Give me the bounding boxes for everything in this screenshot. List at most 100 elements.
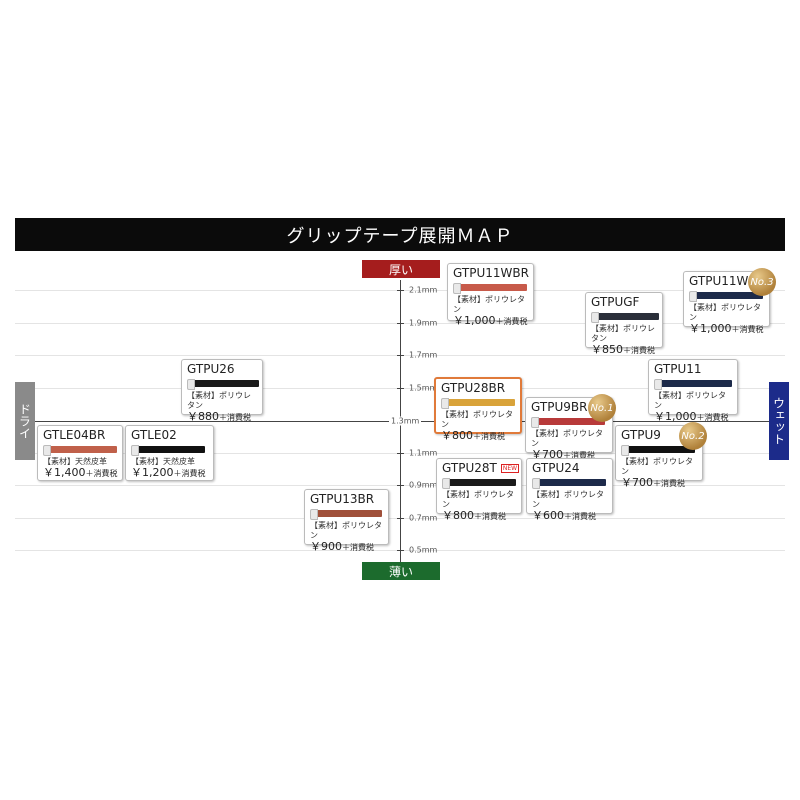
- product-card[interactable]: GTPU26 【素材】ポリウレタン ￥880＋消費税: [181, 359, 263, 423]
- product-name: GTPU13BR: [310, 492, 375, 506]
- product-price: ￥600＋消費税: [532, 510, 608, 523]
- product-price: ￥800＋消費税: [442, 510, 517, 523]
- price-value: ￥800: [442, 509, 474, 522]
- tick: [397, 453, 404, 454]
- grip-tape-image: [43, 445, 117, 456]
- tax-label: ＋消費税: [564, 512, 596, 521]
- rank-badge: No.1: [588, 394, 616, 422]
- product-price: ￥900＋消費税: [310, 541, 384, 554]
- tax-label: ＋消費税: [219, 413, 251, 422]
- price-value: ￥880: [187, 410, 219, 423]
- product-price: ￥1,000＋消費税: [453, 315, 529, 328]
- price-value: ￥1,200: [131, 466, 174, 479]
- product-card[interactable]: GTPU9 【素材】ポリウレタン ￥700＋消費税: [615, 425, 703, 489]
- product-card[interactable]: GTPU11WBR 【素材】ポリウレタン ￥1,000＋消費税: [447, 263, 534, 327]
- product-card[interactable]: GTPU28BR 【素材】ポリウレタン ￥800＋消費税: [434, 377, 522, 442]
- grip-tape-image: [621, 445, 695, 456]
- product-card[interactable]: GTPU24 【素材】ポリウレタン ￥600＋消費税: [526, 458, 613, 522]
- price-value: ￥900: [310, 540, 342, 553]
- price-value: ￥1,000: [654, 410, 697, 423]
- tax-label: ＋消費税: [342, 543, 374, 552]
- grip-tape-image: [131, 445, 205, 456]
- tax-label: ＋消費税: [623, 346, 655, 355]
- grip-tape-image: [654, 379, 732, 390]
- product-name: GTPU28BR: [441, 381, 506, 395]
- tick-label: 1.7mm: [409, 350, 438, 360]
- product-price: ￥880＋消費税: [187, 411, 258, 424]
- grip-tape-image: [310, 509, 382, 520]
- tax-label: ＋消費税: [696, 413, 729, 422]
- product-card[interactable]: GTPU11 【素材】ポリウレタン ￥1,000＋消費税: [648, 359, 738, 423]
- tax-label: ＋消費税: [85, 469, 118, 478]
- product-material: 【素材】ポリウレタン: [621, 457, 693, 476]
- price-value: ￥850: [591, 343, 623, 356]
- product-material: 【素材】ポリウレタン: [532, 490, 604, 509]
- tick-label: 1.1mm: [409, 448, 438, 458]
- product-name-row: GTPU28T NEW: [442, 461, 520, 475]
- grip-tape-image: [591, 312, 659, 323]
- product-card[interactable]: GTPU9BR 【素材】ポリウレタン ￥700＋消費税: [525, 397, 613, 461]
- price-value: ￥600: [532, 509, 564, 522]
- tax-label: ＋消費税: [473, 432, 505, 441]
- product-price: ￥850＋消費税: [591, 344, 658, 357]
- product-card[interactable]: GTPUGF 【素材】ポリウレタン ￥850＋消費税: [585, 292, 663, 356]
- product-material: 【素材】ポリウレタン: [441, 410, 513, 429]
- product-name: GTPU28T: [442, 461, 497, 475]
- tax-label: ＋消費税: [653, 479, 685, 488]
- price-value: ￥1,400: [43, 466, 86, 479]
- tax-label: ＋消費税: [173, 469, 206, 478]
- tick: [397, 485, 404, 486]
- tax-label: ＋消費税: [474, 512, 506, 521]
- product-name: GTLE02: [131, 428, 177, 442]
- map-title: グリップテープ展開ＭＡＰ: [15, 218, 785, 251]
- product-price: ￥800＋消費税: [441, 430, 516, 443]
- dry-label: ドライ: [15, 382, 35, 460]
- product-name: GTPUGF: [591, 295, 640, 309]
- tick: [397, 323, 404, 324]
- grip-tape-image: [442, 478, 516, 489]
- center-label: 1.3mm: [389, 416, 422, 426]
- tick-label: 0.5mm: [409, 545, 438, 555]
- product-card[interactable]: GTPU28T NEW 【素材】ポリウレタン ￥800＋消費税: [436, 458, 522, 522]
- product-name: GTPU11: [654, 362, 702, 376]
- product-name: GTPU9: [621, 428, 661, 442]
- product-material: 【素材】ポリウレタン: [310, 521, 382, 540]
- product-price: ￥1,000＋消費税: [689, 323, 765, 336]
- wet-label: ウェット: [769, 382, 789, 460]
- product-card[interactable]: GTLE04BR 【素材】天然皮革 ￥1,400＋消費税: [37, 425, 123, 481]
- product-card[interactable]: GTLE02 【素材】天然皮革 ￥1,200＋消費税: [125, 425, 214, 481]
- grip-tape-image: [441, 398, 515, 409]
- product-name: GTPU9BR: [531, 400, 588, 414]
- thick-label: 厚い: [362, 260, 440, 278]
- product-card[interactable]: GTPU13BR 【素材】ポリウレタン ￥900＋消費税: [304, 489, 389, 553]
- product-material: 【素材】ポリウレタン: [442, 490, 514, 509]
- product-price: ￥1,000＋消費税: [654, 411, 733, 424]
- product-name: GTPU24: [532, 461, 580, 475]
- grip-tape-image: [187, 379, 259, 390]
- price-value: ￥700: [531, 448, 563, 461]
- product-material: 【素材】ポリウレタン: [591, 324, 655, 343]
- tick-label: 1.9mm: [409, 318, 438, 328]
- grip-tape-image: [532, 478, 606, 489]
- product-material: 【素材】ポリウレタン: [531, 429, 603, 448]
- product-material: 【素材】ポリウレタン: [689, 303, 761, 322]
- tax-label: ＋消費税: [495, 317, 528, 326]
- price-value: ￥1,000: [453, 314, 496, 327]
- tax-label: ＋消費税: [731, 325, 764, 334]
- product-name: GTPU11W: [689, 274, 749, 288]
- tick: [397, 518, 404, 519]
- tick-label: 2.1mm: [409, 285, 438, 295]
- product-material: 【素材】天然皮革: [131, 457, 195, 466]
- thin-label: 薄い: [362, 562, 440, 580]
- tick-label: 0.7mm: [409, 513, 438, 523]
- price-value: ￥700: [621, 476, 653, 489]
- product-name: GTPU26: [187, 362, 235, 376]
- grip-tape-image: [531, 417, 605, 428]
- product-card[interactable]: GTPU11W 【素材】ポリウレタン ￥1,000＋消費税: [683, 271, 770, 335]
- grip-tape-image: [689, 291, 763, 302]
- new-badge: NEW: [500, 464, 520, 473]
- tick-label: 1.5mm: [409, 383, 438, 393]
- product-price: ￥1,400＋消費税: [43, 467, 118, 480]
- product-material: 【素材】ポリウレタン: [654, 391, 726, 410]
- product-material: 【素材】ポリウレタン: [453, 295, 525, 314]
